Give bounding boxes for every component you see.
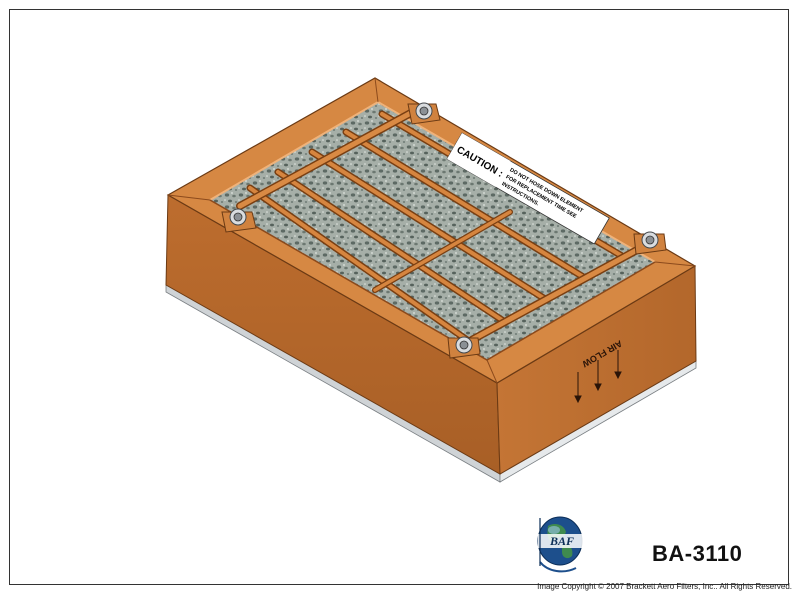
copyright-notice: Image Copyright © 2007 Brackett Aero Fil… [537, 582, 792, 591]
caution-label: CAUTION : DO NOT HOSE DOWN ELEMENT FOR R… [446, 132, 610, 245]
cross-bars [236, 104, 652, 346]
baf-logo: BAF [537, 516, 586, 573]
bolt-right [633, 231, 667, 255]
bolt-left [221, 208, 257, 233]
logo-text: BAF [549, 534, 574, 548]
bolt-bottom [447, 336, 481, 359]
bolt-top [407, 102, 441, 125]
airflow-arrow-icon [574, 350, 622, 404]
part-number: BA-3110 [652, 541, 743, 566]
